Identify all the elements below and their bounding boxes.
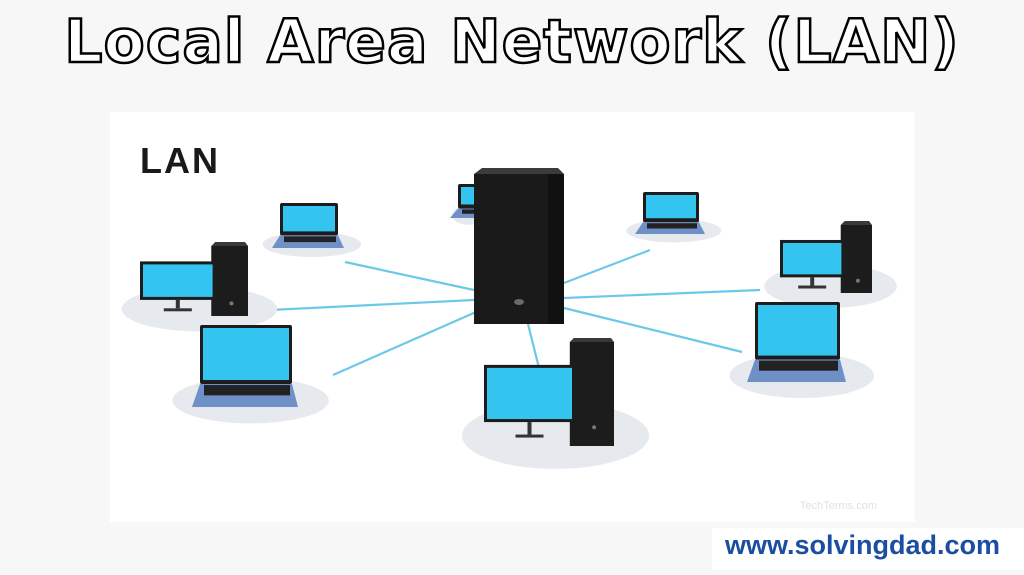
server-top <box>474 168 564 174</box>
node-laptop-right <box>729 302 874 398</box>
tower-top <box>840 221 872 225</box>
power-button-icon <box>229 301 234 306</box>
watermark: TechTerms.com <box>800 500 878 512</box>
server-tower <box>474 168 564 324</box>
node-laptop-top-left <box>262 203 362 257</box>
power-button-icon <box>592 425 597 430</box>
screen <box>461 187 475 205</box>
screen <box>143 264 213 297</box>
screen <box>646 195 696 219</box>
tower-top <box>211 242 248 246</box>
monitor-stand <box>810 277 815 286</box>
tower <box>840 225 872 293</box>
link-desktop-right <box>563 288 761 300</box>
keyboard <box>647 223 697 229</box>
keyboard <box>284 236 336 243</box>
node-laptop-top-right <box>626 192 722 243</box>
keyboard <box>462 209 476 214</box>
screen <box>758 305 837 356</box>
monitor-foot <box>515 434 544 438</box>
screen <box>783 242 842 275</box>
link-laptop-top-right <box>563 248 651 285</box>
power-button-icon <box>855 278 860 283</box>
monitor-foot <box>798 285 827 289</box>
link-laptop-top-left <box>344 260 475 292</box>
node-desktop-bottom <box>461 338 650 469</box>
monitor-foot <box>163 308 192 312</box>
diagram-label: LAN <box>140 140 220 181</box>
tower-top <box>569 338 614 342</box>
server-side <box>548 174 564 324</box>
tower <box>211 246 248 316</box>
screen <box>283 206 335 232</box>
tower <box>569 342 614 446</box>
page-title: Local Area Network (LAN) <box>63 6 960 79</box>
node-desktop-left <box>121 242 278 332</box>
power-button-icon <box>514 299 524 305</box>
footer-box <box>712 528 1024 570</box>
node-desktop-right <box>764 221 897 308</box>
monitor-stand <box>527 422 532 435</box>
link-desktop-left <box>269 298 475 312</box>
link-laptop-right <box>563 306 743 354</box>
screen <box>203 328 289 381</box>
keyboard <box>204 385 290 396</box>
screen <box>487 367 572 420</box>
link-desktop-bottom <box>526 323 542 373</box>
monitor-stand <box>175 299 180 309</box>
node-laptop-left <box>172 325 329 424</box>
keyboard <box>759 360 838 371</box>
network-links <box>269 248 761 377</box>
site-url-link[interactable]: www.solvingdad.com <box>725 530 1001 560</box>
link-laptop-left <box>332 310 477 377</box>
